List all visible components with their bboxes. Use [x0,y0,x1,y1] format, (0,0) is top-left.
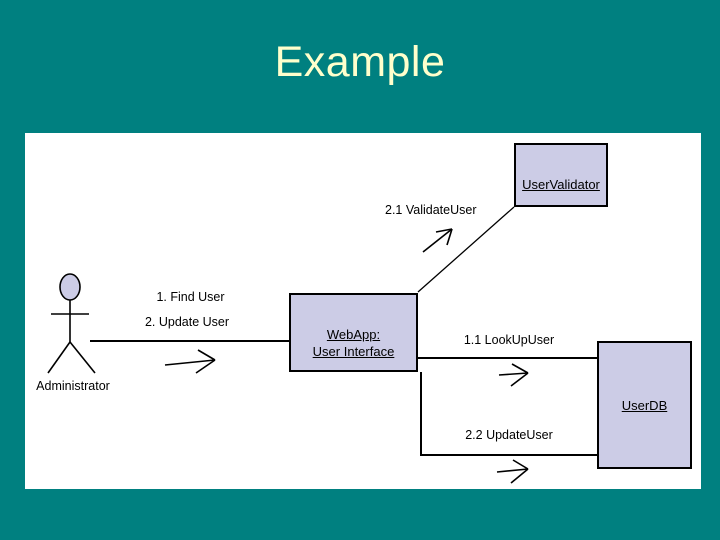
object-box-uservalidator: UserValidator [514,143,608,207]
link-webapp-uservalidator [417,206,515,293]
link-webapp-userdb-update [420,372,597,456]
object-name-line1: WebApp: [326,327,381,342]
slide-title: Example [274,38,446,86]
message-arrow-right-icon [164,349,216,374]
actor-label: Administrator [36,379,110,393]
object-name-line2: User Interface [312,344,395,359]
message-arrow-right-icon [496,459,529,484]
message-arrow-right-icon [498,363,529,387]
message-label-update-user: 2. Update User [144,315,230,329]
actor-stick-figure-icon [47,273,96,374]
object-box-userdb: UserDB [597,341,692,469]
object-box-webapp: WebApp: User Interface [289,293,418,372]
message-label-find-user: 1. Find User [156,290,225,304]
message-label-update-user-db: 2.2 UpdateUser [465,428,553,442]
message-arrow-upright-icon [422,228,453,253]
message-label-validate-user: 2.1 ValidateUser [385,203,477,217]
message-label-lookup-user: 1.1 LookUpUser [463,333,555,347]
object-name: UserValidator [522,177,600,192]
object-name: UserDB [621,397,668,413]
diagram-graphics [47,206,597,484]
diagram-panel: UserValidator WebApp: User Interface Use… [25,133,701,489]
